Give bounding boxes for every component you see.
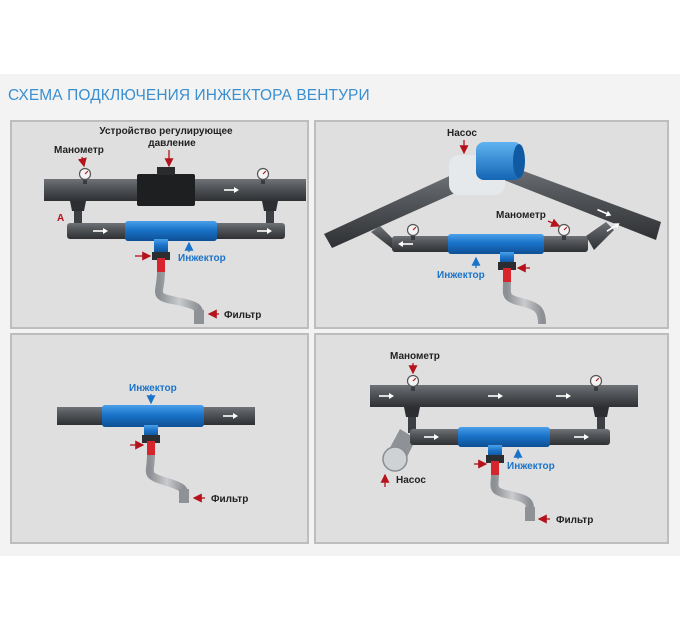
pump-bypass-scheme-drawing: Манометр Насос Инжектор Фильтр [370,351,638,526]
suction-hose [145,454,188,496]
inline-scheme-drawing: Инжектор Фильтр [57,383,255,505]
regulator-label-line1: Устройство регулирующее [99,126,233,137]
venturi-injector [458,427,550,447]
suction-check-valve [503,268,511,282]
regulator-label-line2: давление [148,138,196,149]
suction-check-valve [491,461,499,475]
filter-label: Фильтр [211,494,248,505]
suction-hose [155,271,204,319]
injector-label: Инжектор [507,461,555,472]
suction-check-valve [157,258,165,272]
panel-regulator-scheme: Устройство регулирующее давление Маномет… [10,120,309,329]
pump-label: Насос [447,128,477,139]
manometer-label: Манометр [496,210,546,221]
panel-inline-scheme: Инжектор Фильтр [10,333,309,544]
filter-end [194,310,204,324]
venturi-injector [125,221,217,241]
main-pipe [370,385,638,407]
suction-hose [490,474,534,512]
injector-label: Инжектор [178,253,226,264]
venturi-injector [102,405,204,427]
filter-label: Фильтр [224,310,261,321]
regulator-scheme-drawing: Устройство регулирующее давление Маномет… [44,126,306,324]
injector-label: Инжектор [129,383,177,394]
panel-pump-scheme: Насос Манометр Инжектор [314,120,669,329]
discharge-pipe-diagonal [504,166,661,240]
manometer-pointer [547,218,561,227]
pump-motor [476,142,522,180]
manometer-pointer [77,156,87,168]
filter-end [525,507,535,521]
manometer-label: Манометр [54,145,104,156]
suction-hose [502,281,546,325]
pump-inlet [382,446,408,472]
pump-scheme-drawing: Насос Манометр Инжектор [324,128,661,325]
filter-label: Фильтр [556,515,593,526]
point-label-a: A [57,213,64,224]
injector-label: Инжектор [437,270,485,281]
panel-pump-bypass-scheme: Манометр Насос Инжектор Фильтр [314,333,669,544]
pressure-regulator [137,174,195,206]
page-title: СХЕМА ПОДКЛЮЧЕНИЯ ИНЖЕКТОРА ВЕНТУРИ [8,87,370,104]
filter-end [179,489,189,503]
suction-pipe-diagonal [324,172,466,248]
suction-check-valve [147,441,155,455]
pump-label: Насос [396,475,426,486]
manometer-label: Манометр [390,351,440,362]
venturi-injector [448,234,544,254]
